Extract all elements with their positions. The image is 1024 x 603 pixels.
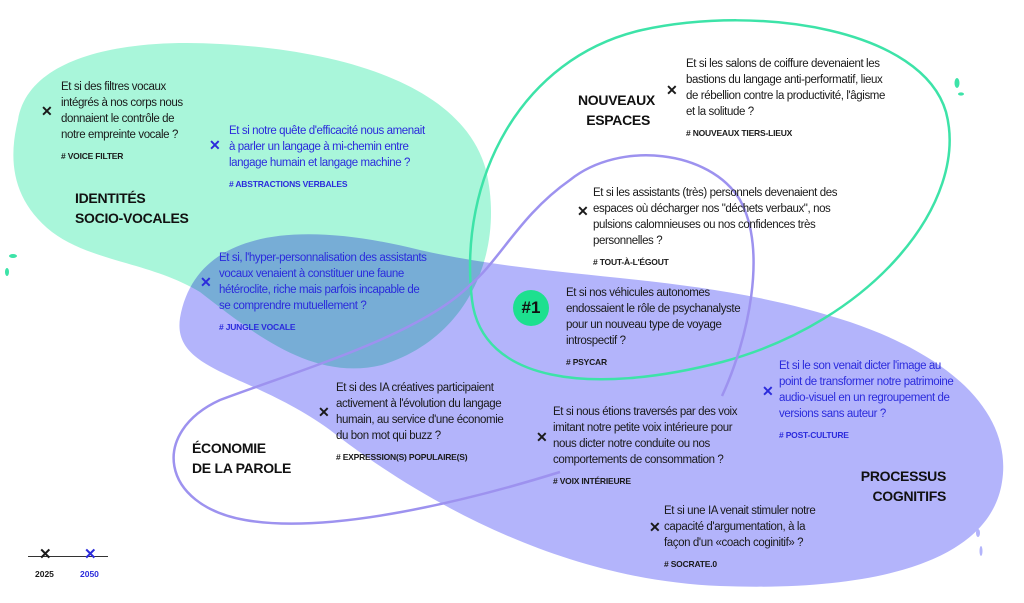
question-text: Et si le son venait dicter l'image au po… <box>779 360 954 420</box>
question-text: Et si notre quête d'efficacité nous amen… <box>229 125 425 169</box>
question-tag: # VOICE FILTER <box>61 151 124 161</box>
question-text: Et si, l'hyper-personnalisation des assi… <box>219 252 427 312</box>
theme-economie-parole: ÉCONOMIE DE LA PAROLE <box>192 438 291 478</box>
economie-outline <box>172 154 755 525</box>
cross-2025-icon: ✕ <box>318 404 330 420</box>
question-voice-filter: Et si des filtres vocaux intégrés à nos … <box>61 79 191 164</box>
theme-line: SOCIO-VOCALES <box>75 210 189 226</box>
cross-2050-icon: ✕ <box>209 137 221 153</box>
question-text: Et si nos véhicules autonomes endossaien… <box>566 287 741 347</box>
question-tout-a-l-egout: Et si les assistants (très) personnels d… <box>593 185 868 270</box>
question-nouveaux-tiers-lieux: Et si les salons de coiffure devenaient … <box>686 56 886 141</box>
question-tag: # PSYCAR <box>566 357 607 367</box>
theme-line: DE LA PAROLE <box>192 460 292 476</box>
cross-2025-icon: ✕ <box>41 103 53 119</box>
decorative-drops <box>5 78 964 276</box>
question-expressions-populaires: Et si des IA créatives participaient act… <box>336 380 516 465</box>
cross-2025-icon: ✕ <box>577 203 589 219</box>
theme-line: COGNITIFS <box>872 488 946 504</box>
question-post-culture: Et si le son venait dicter l'image au po… <box>779 358 959 443</box>
question-text: Et si les salons de coiffure devenaient … <box>686 58 885 118</box>
question-tag: # NOUVEAUX TIERS-LIEUX <box>686 128 793 138</box>
question-tag: # JUNGLE VOCALE <box>219 322 296 332</box>
cross-2025-icon: ✕ <box>536 429 548 445</box>
question-tag: # TOUT-À-L'ÉGOUT <box>593 257 669 267</box>
cross-2025-icon: ✕ <box>666 82 678 98</box>
cross-2025-icon: ✕ <box>39 546 52 563</box>
legend-timeline <box>28 556 108 557</box>
cross-2050-icon: ✕ <box>84 546 97 563</box>
nouveaux-espaces-outline <box>468 19 951 381</box>
question-tag: # VOIX INTÉRIEURE <box>553 476 631 486</box>
legend-label-2025: 2025 <box>35 569 54 579</box>
legend-label-2050: 2050 <box>80 569 99 579</box>
question-text: Et si nous étions traversés par des voix… <box>553 406 738 466</box>
rank-badge: #1 <box>513 290 549 326</box>
question-text: Et si les assistants (très) personnels d… <box>593 187 838 247</box>
question-text: Et si une IA venait stimuler notre capac… <box>664 505 816 549</box>
theme-line: ÉCONOMIE <box>192 440 266 456</box>
question-socrate: Et si une IA venait stimuler notre capac… <box>664 503 824 572</box>
question-tag: # EXPRESSION(S) POPULAIRE(S) <box>336 452 468 462</box>
theme-line: IDENTITÉS <box>75 190 146 206</box>
legend: ✕ ✕ 2025 2050 <box>28 545 108 585</box>
question-text: Et si des filtres vocaux intégrés à nos … <box>61 81 183 141</box>
question-text: Et si des IA créatives participaient act… <box>336 382 504 442</box>
question-tag: # POST-CULTURE <box>779 430 849 440</box>
question-psycar: Et si nos véhicules autonomes endossaien… <box>566 285 741 370</box>
theme-line: PROCESSUS <box>860 468 947 484</box>
question-tag: # ABSTRACTIONS VERBALES <box>229 179 348 189</box>
theme-identites-socio-vocales: IDENTITÉS SOCIO-VOCALES <box>75 188 189 228</box>
question-jungle-vocale: Et si, l'hyper-personnalisation des assi… <box>219 250 429 335</box>
theme-line: NOUVEAUX <box>578 92 655 108</box>
question-abstractions-verbales: Et si notre quête d'efficacité nous amen… <box>229 123 429 192</box>
theme-line: ESPACES <box>586 112 650 128</box>
question-voix-interieure: Et si nous étions traversés par des voix… <box>553 404 753 489</box>
cross-2050-icon: ✕ <box>762 383 774 399</box>
theme-nouveaux-espaces: NOUVEAUX ESPACES <box>578 90 655 130</box>
question-tag: # SOCRATE.0 <box>664 559 717 569</box>
cross-2050-icon: ✕ <box>200 274 212 290</box>
processus-blob <box>179 234 1004 587</box>
theme-processus-cognitifs: PROCESSUS COGNITIFS <box>860 466 947 506</box>
cross-2025-icon: ✕ <box>649 519 661 535</box>
